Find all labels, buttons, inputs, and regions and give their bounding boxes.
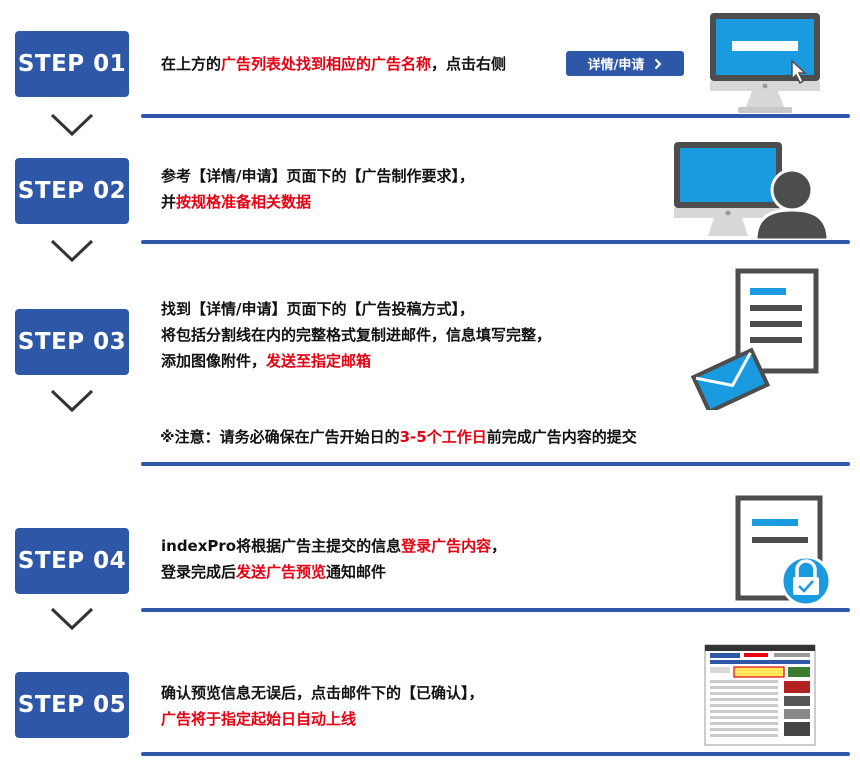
step-02-divider <box>141 240 850 244</box>
step-04-line-1: indexPro将根据广告主提交的信息登录广告内容， <box>161 537 507 555</box>
step-02-line-2: 并按规格准备相关数据 <box>161 193 312 211</box>
step-03-badge: STEP 03 <box>15 309 129 375</box>
step-02-badge: STEP 02 <box>15 158 129 224</box>
step-01-text: 在上方的广告列表处找到相应的广告名称，点击右侧 <box>161 51 506 77</box>
step-05-divider <box>141 752 850 756</box>
step-01-line-1: 在上方的广告列表处找到相应的广告名称，点击右侧 <box>161 55 507 73</box>
step-03-divider <box>141 462 850 466</box>
chevron-down-icon <box>50 607 94 631</box>
step-04-text: indexPro将根据广告主提交的信息登录广告内容， 登录完成后发送广告预览通知… <box>161 533 506 585</box>
step-05-line-2: 广告将于指定起始日自动上线 <box>161 710 357 728</box>
step-02-text: 参考【详情/申请】页面下的【广告制作要求】， 并按规格准备相关数据 <box>161 163 474 215</box>
chevron-down-icon <box>50 113 94 137</box>
step-03-text: 找到【详情/申请】页面下的【广告投稿方式】， 将包括分割线在内的完整格式复制进邮… <box>161 296 551 374</box>
step-03-note: ※注意：请务必确保在广告开始日的3-5个工作日前完成广告内容的提交 <box>160 428 637 446</box>
step-03-line-3: 添加图像附件，发送至指定邮箱 <box>161 352 372 370</box>
step-01-badge: STEP 01 <box>15 31 129 97</box>
document-mail-icon <box>690 268 819 410</box>
detail-apply-button[interactable]: 详情/申请 <box>566 51 684 76</box>
step-03-line-2: 将包括分割线在内的完整格式复制进邮件，信息填写完整， <box>161 326 552 344</box>
step-05-line-1: 确认预览信息无误后，点击邮件下的【已确认】， <box>161 684 484 702</box>
chevron-right-icon <box>655 58 662 69</box>
step-03-line-1: 找到【详情/申请】页面下的【广告投稿方式】， <box>161 300 474 318</box>
monitor-user-icon <box>674 142 830 240</box>
step-05-text: 确认预览信息无误后，点击邮件下的【已确认】， 广告将于指定起始日自动上线 <box>161 680 484 732</box>
chevron-down-icon <box>50 389 94 413</box>
step-05-badge: STEP 05 <box>15 672 129 738</box>
chevron-down-icon <box>50 239 94 263</box>
monitor-click-icon <box>710 13 820 113</box>
step-04-line-2: 登录完成后发送广告预览通知邮件 <box>161 563 387 581</box>
webpage-preview-icon <box>704 644 816 746</box>
document-lock-icon <box>735 495 832 607</box>
step-04-divider <box>141 608 850 612</box>
step-02-line-1: 参考【详情/申请】页面下的【广告制作要求】， <box>161 167 474 185</box>
step-04-badge: STEP 04 <box>15 528 129 594</box>
step-01-divider <box>141 114 850 118</box>
detail-apply-button-label: 详情/申请 <box>587 58 645 73</box>
